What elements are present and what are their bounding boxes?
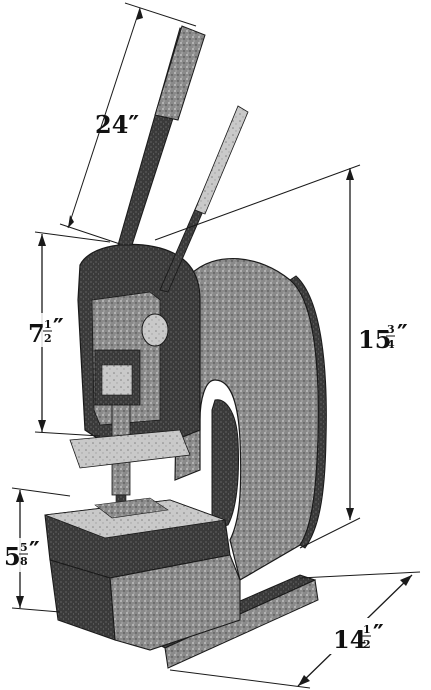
lower-front-leg [49,559,116,641]
dim-label-base-width: 14 1 2 ″ [330,618,402,654]
base-foot [164,579,319,669]
pivot-boss [141,313,169,347]
die-block [94,497,169,519]
dim-label-handle-length: 24″ [95,110,139,139]
main-handle-grip [154,25,206,121]
throat-opening [211,399,239,531]
table-unit: ″ [29,536,40,565]
height-den: 4 [387,338,395,351]
dim-label-throat-depth: 7 1 2 ″ [26,313,74,348]
base-num: 1 [363,623,371,636]
stripper [69,429,191,469]
height-whole: 15 [358,325,391,354]
table-whole: 5 [4,542,21,571]
height-unit: ″ [397,319,408,348]
throat-unit: ″ [53,313,64,342]
c-frame-side [289,275,327,549]
base-unit: ″ [373,619,384,648]
base-den: 2 [363,638,371,651]
height-num: 3 [387,323,395,336]
punch-press-machine-icon [44,25,327,669]
table-den: 8 [20,555,28,568]
table-num: 5 [20,541,28,554]
throat-den: 2 [44,332,52,345]
throat-num: 1 [44,318,52,331]
dim-label-overall-height: 15 3 4 ″ [356,318,416,354]
dim-label-table-height: 5 5 8 ″ [2,536,46,572]
throat-whole: 7 [28,319,45,348]
base-whole: 14 [333,625,366,654]
handle-length-text: 24″ [95,110,139,139]
secondary-lever-grip [194,105,249,215]
ram-block [101,364,133,396]
